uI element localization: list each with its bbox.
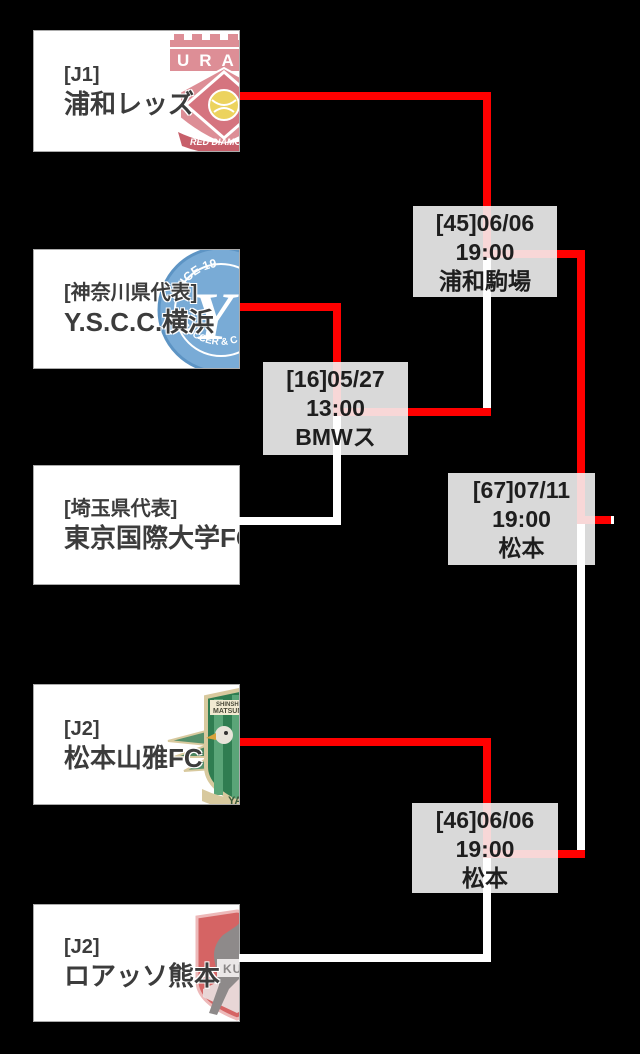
line-matsumoto-to-m46-horizontal xyxy=(240,738,491,746)
team-name: ロアッソ熊本 xyxy=(64,961,221,991)
roasso-kumamoto-logo: KUMAMO xyxy=(195,909,240,1021)
line-tku-to-m16-horizontal xyxy=(233,517,341,525)
match-info-45: [45]06/06 19:00 浦和駒場 xyxy=(413,206,557,297)
line-yscc-to-m16-vertical xyxy=(333,303,341,362)
team-box-tokyo-kokusai[interactable]: [埼玉県代表] 東京国際大学FC xyxy=(33,465,240,585)
line-over-m45-horizontal xyxy=(491,250,557,258)
match-info-16: [16]05/27 13:00 BMWス xyxy=(263,362,408,455)
match-venue: 松本 xyxy=(498,535,545,561)
line-m16-to-m45-vertical xyxy=(483,258,491,408)
matsumoto-yamaga-logo: SHINSHU MATSUMO SINCE 1965 YAMAGA xyxy=(167,688,240,805)
line-over-m67-vertical xyxy=(577,473,585,524)
yscc-initial: Y xyxy=(192,278,239,354)
team-name: Y.S.C.C.横浜 xyxy=(64,307,215,337)
match-box-67[interactable] xyxy=(448,473,595,565)
urawa-letters: URAW xyxy=(177,51,240,70)
yscc-yokohama-logo: SINCE 19 MA SOCCER & C Y SC xyxy=(157,250,239,368)
line-over-m16-horizontal xyxy=(341,408,408,416)
match-time: 19:00 xyxy=(455,239,515,265)
line-yscc-to-m16-horizontal xyxy=(240,303,341,311)
urawa-banner-text: RED DIAMON xyxy=(190,137,240,147)
line-m67-exit-horizontal xyxy=(595,516,611,524)
match-time: 19:00 xyxy=(492,506,551,532)
team-box-urawa-reds[interactable]: URAW RED DIAMON [J1] 浦和レッズ xyxy=(33,30,240,152)
team-box-matsumoto-yamaga[interactable]: SHINSHU MATSUMO SINCE 1965 YAMAGA [J2] 松… xyxy=(33,684,240,805)
match-time: 19:00 xyxy=(455,836,515,862)
line-roasso-to-m46-horizontal xyxy=(233,954,491,962)
line-matsumoto-to-m46-vertical xyxy=(483,738,491,803)
matsumoto-banner-text: YAMAGA xyxy=(228,795,240,805)
line-over-m16-vertical xyxy=(333,362,341,416)
match-code: [45]06/06 xyxy=(435,210,535,236)
line-tku-to-m16-vertical xyxy=(333,416,341,525)
team-name: 東京国際大学FC xyxy=(64,523,240,553)
team-category: [埼玉県代表] xyxy=(64,498,178,520)
matsumoto-top2-text: MATSUMO xyxy=(213,708,240,715)
match-code: [16]05/27 xyxy=(286,366,385,392)
urawa-reds-logo: URAW RED DIAMON xyxy=(170,34,240,151)
team-name: 浦和レッズ xyxy=(64,89,195,119)
team-category: [J2] xyxy=(64,936,100,958)
line-m16-exit-horizontal xyxy=(408,408,491,416)
matsumoto-top1-text: SHINSHU xyxy=(216,702,240,708)
match-venue: 松本 xyxy=(462,865,508,891)
line-urawa-to-m45-vertical xyxy=(483,92,491,206)
line-over-m45-vertical xyxy=(483,206,491,258)
line-m45-to-m67-vertical xyxy=(577,250,585,473)
line-over-m67-horizontal xyxy=(585,516,595,524)
line-m46-exit-horizontal xyxy=(558,850,585,858)
match-time: 13:00 xyxy=(306,395,365,421)
line-roasso-to-m46-vertical xyxy=(483,858,491,954)
match-code: [46]06/06 xyxy=(435,807,535,833)
team-category: [J2] xyxy=(64,717,100,740)
match-venue: 浦和駒場 xyxy=(439,268,531,294)
match-venue: BMWス xyxy=(295,424,376,450)
line-over-m46-vertical xyxy=(483,803,491,858)
match-code: [67]07/11 xyxy=(472,477,571,503)
match-info-46: [46]06/06 19:00 松本 xyxy=(412,803,558,893)
line-urawa-to-m45-horizontal xyxy=(240,92,491,100)
next-round-stub xyxy=(611,516,614,524)
line-m45-exit-horizontal xyxy=(557,250,585,258)
team-box-roasso-kumamoto[interactable]: KUMAMO [J2] ロアッソ熊本 xyxy=(33,904,240,1022)
team-name: 松本山雅FC xyxy=(64,742,203,773)
team-box-yscc-yokohama[interactable]: SINCE 19 MA SOCCER & C Y SC [神奈川県代表] Y.S… xyxy=(33,249,240,369)
match-info-67: [67]07/11 19:00 松本 xyxy=(448,473,595,565)
roasso-band-text: KUMAMO xyxy=(223,962,240,976)
team-category: [神奈川県代表] xyxy=(64,282,198,304)
line-over-m46-horizontal xyxy=(491,850,558,858)
line-m46-to-m67-vertical xyxy=(577,524,585,850)
team-category: [J1] xyxy=(64,64,100,86)
